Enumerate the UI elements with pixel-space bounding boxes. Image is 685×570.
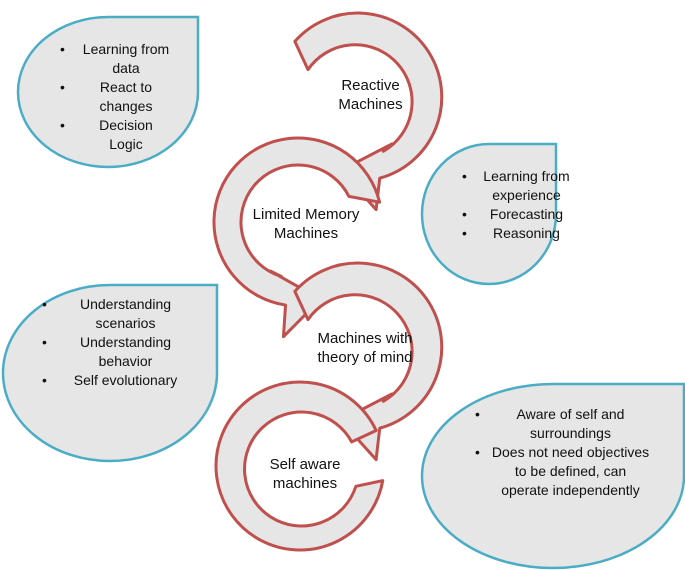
list-item: •Forecasting: [462, 206, 564, 222]
stage-label-limited-memory: Limited Memory Machines: [252, 206, 360, 242]
theory-of-mind-traits-bubble: [1, 283, 219, 463]
list-item: •Learning from data: [60, 41, 170, 76]
list-item: •Learning from experience: [462, 168, 570, 203]
theory-of-mind-machines-arrow: [293, 261, 444, 462]
theory-of-mind-traits-list: •Understanding scenarios •Understanding …: [42, 295, 187, 390]
list-item: •React to changes: [60, 79, 153, 114]
self-aware-traits-bubble: [420, 382, 685, 570]
limited-memory-traits-list: •Learning from experience •Forecasting •…: [462, 167, 577, 243]
reactive-traits-bubble: [16, 15, 200, 169]
list-item: •Does not need objectives to be defined,…: [475, 444, 650, 498]
self-aware-machines-arrow: [214, 380, 385, 552]
reactive-machines-arrow: [293, 11, 444, 212]
list-item: •Understanding scenarios: [42, 296, 172, 331]
self-aware-traits-list: •Aware of self and surroundings •Does no…: [475, 405, 650, 500]
reactive-traits-list: •Learning from data •React to changes •D…: [60, 40, 170, 154]
list-item: •Reasoning: [462, 225, 560, 241]
stage-label-self-aware: Self aware machines: [269, 456, 341, 492]
limited-memory-traits-bubble: [420, 142, 558, 286]
list-item: •Aware of self and surroundings: [475, 406, 625, 441]
stage-label-reactive: Reactive Machines: [338, 77, 403, 113]
limited-memory-machines-arrow: [212, 136, 382, 339]
list-item: •Decision Logic: [60, 117, 153, 152]
list-item: •Understanding behavior: [42, 334, 172, 369]
stage-label-theory-of-mind: Machines with theory of mind: [317, 330, 413, 366]
list-item: •Self evolutionary: [42, 372, 178, 388]
